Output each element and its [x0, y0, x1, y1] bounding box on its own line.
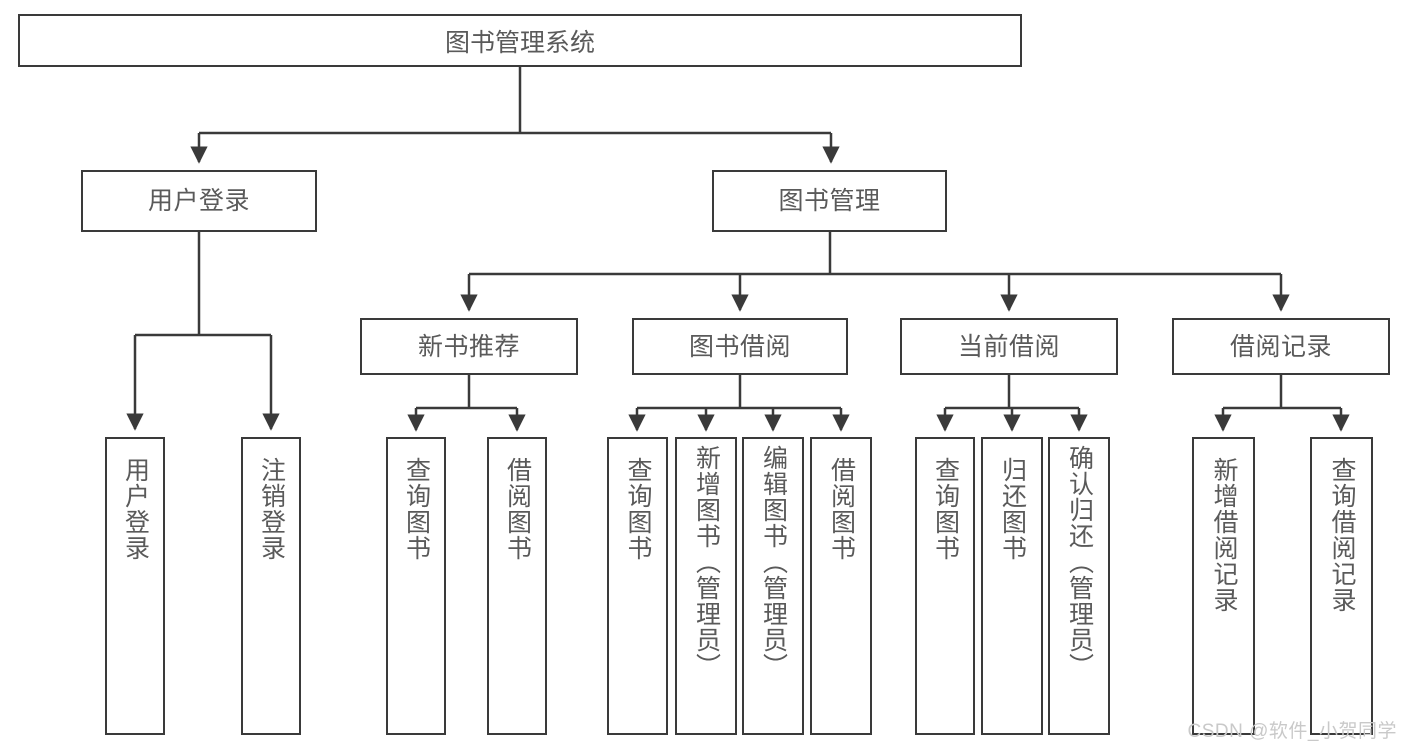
node-leaf-edit-book-label: 编辑图书（管理员）: [759, 445, 788, 679]
node-leaf-add-book[interactable]: 新增图书（管理员）: [675, 437, 737, 735]
node-leaf-user-login[interactable]: 用户登录: [105, 437, 165, 735]
node-leaf-query-book-3-label: 查询图书: [931, 457, 960, 561]
node-leaf-borrow-book-1[interactable]: 借阅图书: [487, 437, 547, 735]
node-user-login[interactable]: 用户登录: [81, 170, 317, 232]
node-root-label: 图书管理系统: [444, 28, 595, 57]
node-current-borrow-label: 当前借阅: [957, 332, 1060, 361]
node-book-borrow-label: 图书借阅: [688, 332, 791, 361]
node-book-manage[interactable]: 图书管理: [712, 170, 947, 232]
node-new-book-rec[interactable]: 新书推荐: [360, 318, 578, 375]
csdn-watermark: CSDN @软件_小贺同学: [1187, 721, 1397, 742]
node-new-book-rec-label: 新书推荐: [417, 332, 520, 361]
node-borrow-record-label: 借阅记录: [1229, 332, 1332, 361]
node-leaf-borrow-book-2-label: 借阅图书: [827, 457, 856, 561]
node-leaf-query-book-2-label: 查询图书: [624, 457, 652, 561]
node-root[interactable]: 图书管理系统: [18, 14, 1022, 67]
node-book-borrow[interactable]: 图书借阅: [632, 318, 848, 375]
node-leaf-borrow-book-1-label: 借阅图书: [503, 457, 532, 561]
node-leaf-query-record[interactable]: 查询借阅记录: [1310, 437, 1373, 735]
node-leaf-logout-label: 注销登录: [257, 457, 286, 561]
node-current-borrow[interactable]: 当前借阅: [900, 318, 1118, 375]
node-leaf-query-book-3[interactable]: 查询图书: [915, 437, 975, 735]
node-leaf-query-book-1-label: 查询图书: [402, 457, 431, 561]
node-leaf-confirm-return[interactable]: 确认归还（管理员）: [1048, 437, 1110, 735]
node-leaf-borrow-book-2[interactable]: 借阅图书: [810, 437, 872, 735]
node-leaf-add-record[interactable]: 新增借阅记录: [1192, 437, 1255, 735]
node-leaf-confirm-return-label: 确认归还（管理员）: [1065, 445, 1094, 679]
node-leaf-query-book-2[interactable]: 查询图书: [607, 437, 668, 735]
node-leaf-add-book-label: 新增图书（管理员）: [692, 445, 721, 679]
node-leaf-return-book-label: 归还图书: [998, 457, 1027, 561]
node-leaf-query-record-label: 查询借阅记录: [1328, 457, 1356, 613]
node-user-login-label: 用户登录: [147, 187, 250, 215]
node-leaf-add-record-label: 新增借阅记录: [1210, 457, 1238, 613]
node-borrow-record[interactable]: 借阅记录: [1172, 318, 1390, 375]
node-leaf-user-login-label: 用户登录: [121, 457, 150, 561]
node-leaf-return-book[interactable]: 归还图书: [981, 437, 1043, 735]
node-leaf-query-book-1[interactable]: 查询图书: [386, 437, 446, 735]
node-book-manage-label: 图书管理: [778, 187, 881, 215]
node-leaf-edit-book[interactable]: 编辑图书（管理员）: [742, 437, 804, 735]
node-leaf-logout[interactable]: 注销登录: [241, 437, 301, 735]
